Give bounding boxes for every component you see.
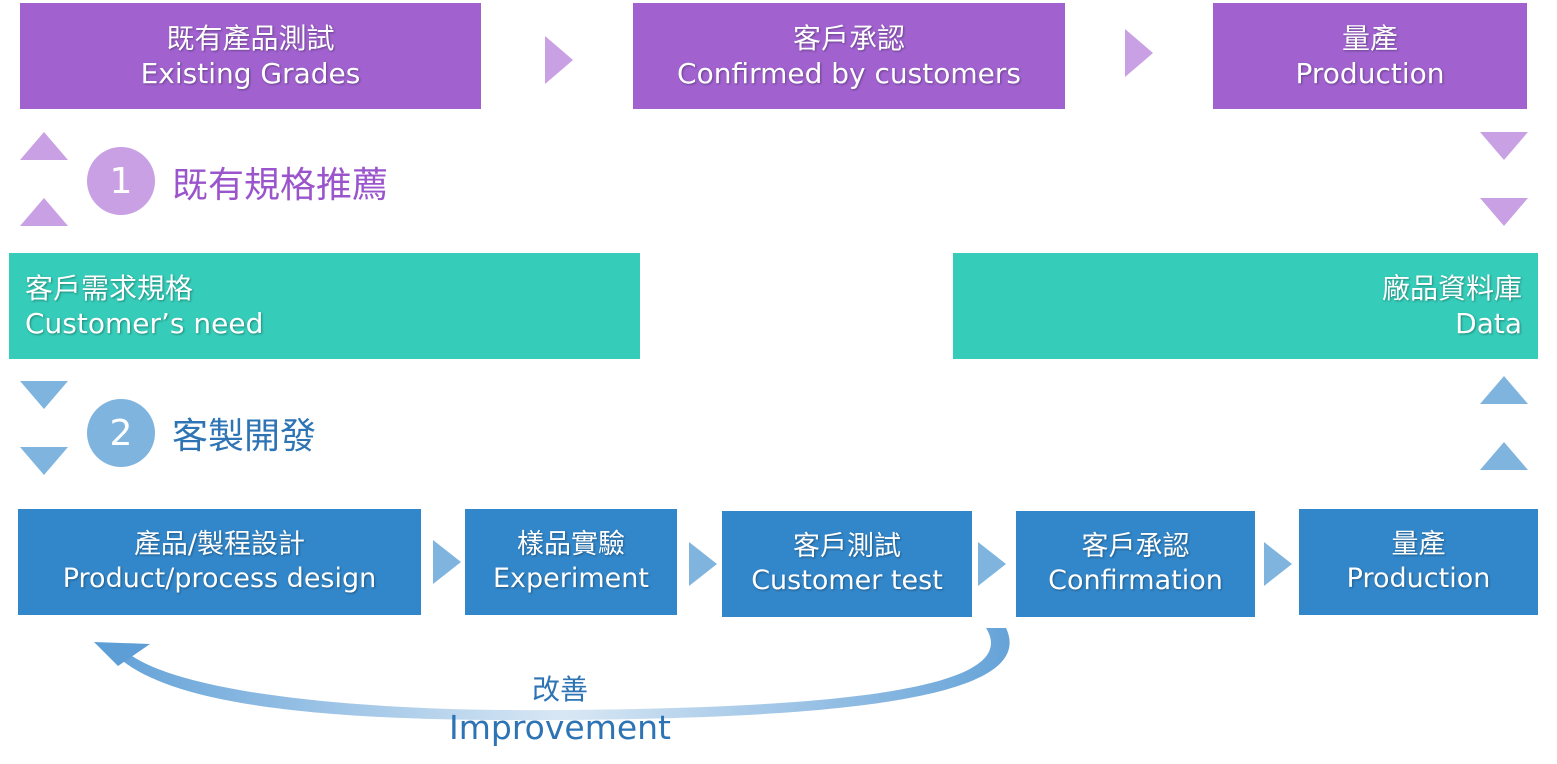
top-box-production: 量產 Production <box>1213 3 1527 109</box>
box-title-zh: 客戶測試 <box>793 531 901 563</box>
bottom-box-confirmation: 客戶承認 Confirmation <box>1016 511 1255 617</box>
box-title-en: Customer test <box>751 565 943 596</box>
box-title-en: Experiment <box>492 563 649 594</box>
box-title-zh: 既有產品測試 <box>166 22 335 55</box>
box-title-en: Existing Grades <box>140 57 361 90</box>
box-title-en: Confirmation <box>1048 565 1223 596</box>
route-2-number-badge: 2 <box>87 399 155 467</box>
box-title-en: Customer’s need <box>25 307 264 340</box>
down-arrow-icon <box>1480 132 1528 160</box>
box-title-en: Confirmed by customers <box>677 57 1021 90</box>
box-title-en: Production <box>1346 563 1491 594</box>
up-arrow-icon <box>1480 376 1528 404</box>
bottom-box-experiment: 樣品實驗 Experiment <box>465 509 677 615</box>
box-title-zh: 量產 <box>1391 529 1446 561</box>
box-title-en: Production <box>1295 57 1445 90</box>
right-arrow-icon <box>1125 29 1153 77</box>
right-arrow-icon <box>545 36 573 84</box>
up-arrow-icon <box>1480 442 1528 470</box>
box-title-zh: 樣品實驗 <box>517 529 625 561</box>
right-arrow-icon <box>433 540 461 584</box>
bottom-box-production: 量產 Production <box>1299 509 1538 615</box>
improvement-zh: 改善 <box>531 673 588 706</box>
top-box-existing-grades: 既有產品測試 Existing Grades <box>20 3 481 109</box>
improvement-label: 改善 Improvement <box>400 668 720 747</box>
improvement-en: Improvement <box>449 708 671 747</box>
up-arrow-icon <box>20 132 68 160</box>
box-title-zh: 客戶承認 <box>792 22 905 55</box>
right-arrow-icon <box>1264 542 1292 586</box>
right-arrow-icon <box>689 542 717 586</box>
database-box: 廠品資料庫 Data <box>953 253 1538 359</box>
up-arrow-icon <box>20 198 68 226</box>
box-title-zh: 客戶承認 <box>1081 531 1190 563</box>
box-title-zh: 量產 <box>1341 22 1398 55</box>
box-title-zh: 產品/製程設計 <box>133 529 306 561</box>
box-title-en: Product/process design <box>62 563 377 594</box>
box-title-zh: 客戶需求規格 <box>25 272 194 305</box>
right-arrow-icon <box>978 542 1006 586</box>
route-2-label: 客製開發 <box>172 416 317 457</box>
bottom-box-design: 產品/製程設計 Product/process design <box>18 509 421 615</box>
down-arrow-icon <box>20 447 68 475</box>
down-arrow-icon <box>20 381 68 409</box>
top-box-confirmed: 客戶承認 Confirmed by customers <box>633 3 1065 109</box>
customer-need-box: 客戶需求規格 Customer’s need <box>9 253 640 359</box>
box-title-zh: 廠品資料庫 <box>1381 272 1522 305</box>
bottom-box-customer-test: 客戶測試 Customer test <box>722 511 972 617</box>
box-title-en: Data <box>1455 307 1522 340</box>
down-arrow-icon <box>1480 198 1528 226</box>
route-1-label: 既有規格推薦 <box>172 165 389 206</box>
route-1-number-badge: 1 <box>87 147 155 215</box>
